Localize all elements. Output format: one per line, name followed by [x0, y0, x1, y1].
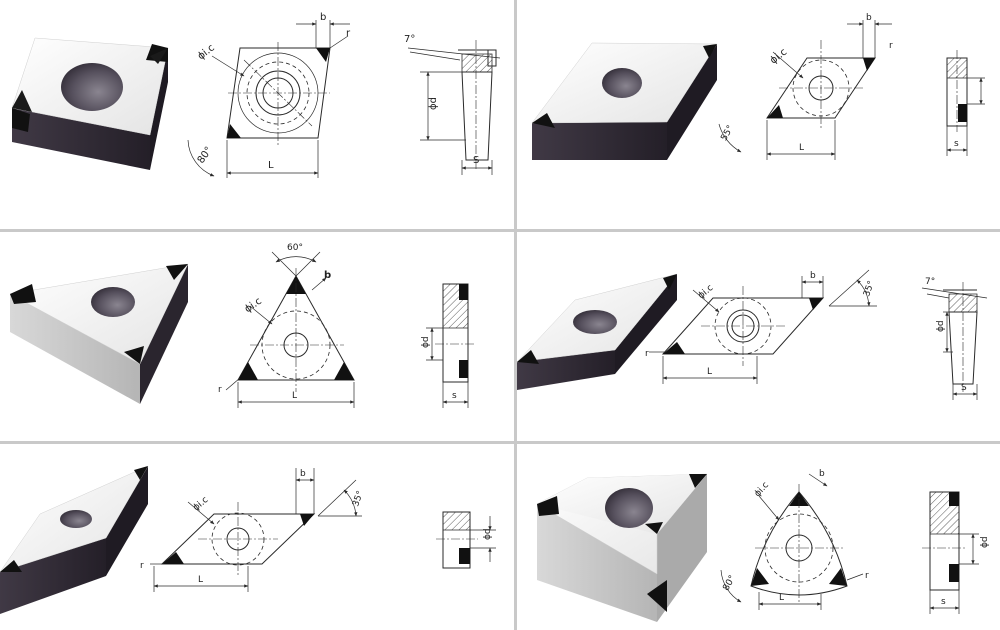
label-ic: ϕi.c [753, 480, 771, 499]
label-angle: 35° [862, 280, 877, 298]
insert-3d-view [531, 42, 718, 160]
label-s: s [452, 391, 457, 401]
label-d: ϕd [936, 320, 946, 332]
side-view-clearance [921, 282, 988, 400]
label-angle: 80° [196, 145, 215, 166]
square-80-drawing: ϕi.c b r 80° L 7° ϕd S [11, 12, 501, 178]
insert-3d-view [11, 37, 169, 170]
label-ic: ϕi.c [243, 296, 264, 315]
label-b: b [320, 12, 326, 23]
label-L: L [198, 575, 203, 585]
side-view-rhombic [436, 511, 496, 569]
label-s: s [954, 139, 959, 149]
label-L: L [799, 143, 804, 153]
side-view-rhombic [946, 50, 985, 156]
top-view-square [187, 20, 350, 178]
label-r: r [140, 561, 144, 571]
label-L: L [268, 160, 274, 171]
label-angle: 35° [351, 490, 366, 508]
label-b: b [324, 270, 331, 281]
side-view-square [407, 40, 501, 175]
triangle-60-drawing: 60° b ϕi.c r L ϕd s [9, 243, 476, 408]
label-b: b [819, 469, 825, 479]
insert-3d-view [536, 473, 708, 622]
label-angle: 80° [721, 574, 738, 593]
label-angle: 55° [719, 124, 736, 143]
label-angle: 60° [287, 243, 303, 253]
label-d: ϕd [421, 336, 431, 348]
top-view-triangle [225, 251, 355, 408]
label-d: ϕd [428, 97, 439, 110]
grid-divider-vertical [514, 0, 517, 630]
side-view-trigon [922, 491, 979, 614]
side-view-triangle [426, 283, 476, 408]
label-s: s [941, 597, 946, 607]
label-ic: ϕi.c [191, 495, 210, 513]
top-view-rhombic-35 [150, 468, 362, 592]
grid-divider-row2 [0, 441, 1000, 444]
label-r: r [889, 41, 893, 51]
rhombic-35c-drawing: ϕi.c b 35° r L 7° ϕd S [517, 269, 988, 400]
label-r: r [218, 385, 222, 395]
label-ic: ϕi.c [196, 42, 217, 62]
label-r: r [645, 349, 649, 359]
label-L: L [292, 391, 297, 401]
insert-3d-view [517, 273, 678, 390]
label-s: S [961, 383, 967, 393]
label-L: L [779, 593, 784, 603]
top-view-trigon [720, 473, 864, 610]
insert-3d-view [0, 465, 149, 614]
label-L: L [707, 367, 712, 377]
panel-rhombic-55: ϕi.c b r 55° L s [517, 0, 1000, 229]
rhombic-35-drawing: ϕi.c b 35° r L ϕd [0, 465, 496, 614]
rhombic-55-drawing: ϕi.c b r 55° L s [531, 13, 985, 160]
label-b: b [300, 469, 306, 479]
trigon-80-drawing: ϕi.c b r 80° L ϕd s [536, 469, 990, 622]
insert-3d-view [9, 263, 189, 404]
label-b: b [810, 271, 816, 281]
label-r: r [865, 571, 869, 581]
label-clearance: 7° [404, 34, 415, 45]
label-clearance: 7° [925, 277, 935, 287]
grid-divider-row1 [0, 229, 1000, 232]
top-view-rhombic-55 [718, 20, 892, 160]
label-d: ϕd [483, 528, 493, 540]
top-view-rhombic-35 [649, 269, 877, 384]
panel-square-80: ϕi.c b r 80° L 7° ϕd S [0, 0, 514, 229]
label-d: ϕd [980, 536, 990, 548]
label-r: r [346, 28, 351, 39]
label-b: b [866, 13, 872, 23]
label-s: S [473, 155, 479, 166]
panel-trigon-80: ϕi.c b r 80° L ϕd s [517, 444, 1000, 630]
panel-triangle-60: 60° b ϕi.c r L ϕd s [0, 232, 514, 441]
panel-rhombic-35-clearance: ϕi.c b 35° r L 7° ϕd S [517, 232, 1000, 441]
panel-rhombic-35: ϕi.c b 35° r L ϕd [0, 444, 514, 630]
